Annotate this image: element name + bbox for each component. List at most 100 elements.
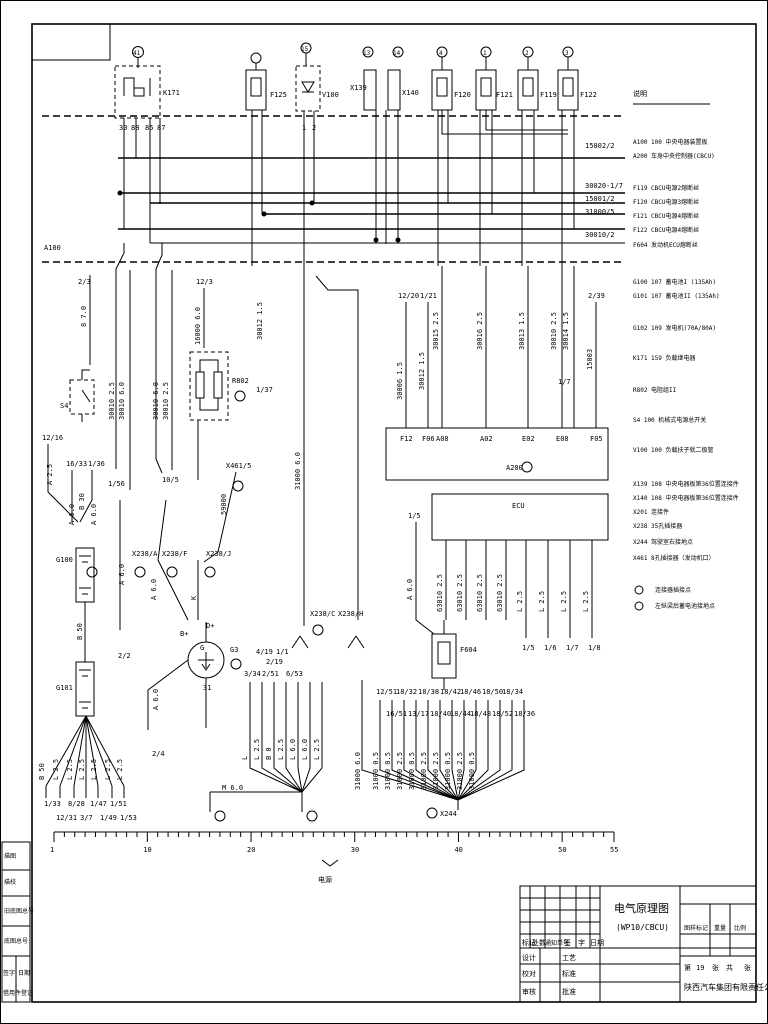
bottom-left-wire: L 2.5 bbox=[52, 759, 60, 780]
tb-cell-notice: 通知单号 bbox=[545, 939, 569, 947]
tb-cell-weight: 重量 bbox=[714, 924, 726, 932]
ref-1-8: 1/8 bbox=[588, 644, 601, 652]
harness-right-ref: 18/34 bbox=[502, 688, 523, 696]
bottom-left-wire: L 2.5 bbox=[116, 759, 124, 780]
harness-right-ref: 18/42 bbox=[440, 688, 461, 696]
relay-pin-30: 30 bbox=[119, 124, 127, 132]
wire-a6-0-d: A 6.0 bbox=[150, 579, 158, 600]
legend-heading: 说明 bbox=[633, 89, 647, 98]
connectors-x139-x140: 13 14 X139 X140 bbox=[350, 46, 419, 244]
ruler-caption: 电源 bbox=[318, 875, 332, 884]
resistor-wire: 16000 6.0 bbox=[194, 307, 202, 345]
harness-right-ref: 16/51 bbox=[386, 710, 407, 718]
margin-label-3: 底图总号 bbox=[4, 937, 28, 945]
harness-right-wire: 31000 0.5 bbox=[372, 752, 380, 790]
ecu-label: ECU bbox=[512, 502, 525, 510]
bus-label-4: 30010/2 bbox=[585, 231, 615, 239]
ref-2-3: 2/3 bbox=[78, 278, 91, 286]
drawing-frame bbox=[31, 23, 757, 1003]
harness-right-wire: 31000 2.5 bbox=[396, 752, 404, 790]
tb-cell-process: 工艺 bbox=[562, 954, 576, 962]
x140-label: X140 bbox=[402, 89, 419, 97]
ref-6-53: 6/53 bbox=[286, 670, 303, 678]
tb-cell-total: 共 bbox=[726, 963, 733, 972]
harness-right-ref: 18/52 bbox=[492, 710, 513, 718]
ecu-wire-label: 63010 2.5 bbox=[476, 574, 484, 612]
ecu-wire-label: 63010 2.5 bbox=[436, 574, 444, 612]
wire-30010-d: 30010 2.5 bbox=[162, 382, 170, 420]
ecu-wire-label: L 2.5 bbox=[516, 591, 524, 612]
generator-pin-dplus: D+ bbox=[206, 622, 214, 630]
power-buses bbox=[117, 157, 625, 244]
harness-right-wire: 31000 0.5 bbox=[408, 752, 416, 790]
drawing-title: 电气原理图 bbox=[614, 901, 669, 915]
harness-right-ref: 18/36 bbox=[514, 710, 535, 718]
resistor-label: R802 bbox=[232, 377, 249, 385]
harness-right-wire: 31000 2.5 bbox=[456, 752, 464, 790]
harness-wire: B 0 bbox=[265, 747, 273, 760]
legend-note-1: 左纵梁后蓄电池接地点 bbox=[655, 602, 715, 610]
ref-2-19: 2/19 bbox=[266, 658, 283, 666]
wire-30012: 30012 1.5 bbox=[256, 302, 264, 340]
harness-right-ref: 18/46 bbox=[460, 688, 481, 696]
wire-30010-a: 30010 2.5 bbox=[108, 382, 116, 420]
title-block: 标记 处数 通知单号 签 字 日期 设计 工艺 校对 标准 审核 批准 电气原理… bbox=[519, 885, 768, 1003]
generator-label: G3 bbox=[230, 646, 238, 654]
callout-13: 13 bbox=[363, 50, 371, 57]
cbcu-wire-30012: 30012 1.5 bbox=[418, 352, 426, 390]
ref-8-28: 8/28 bbox=[68, 800, 85, 808]
cbcu-pin: E08 bbox=[556, 435, 569, 443]
fuse-f121-label: F121 bbox=[496, 91, 513, 99]
legend-item: R802 电阻组II bbox=[633, 386, 677, 394]
ruler-tick-label: 20 bbox=[247, 846, 255, 854]
ground-label: X244 bbox=[440, 810, 457, 818]
resistor-r802: 12/3 16000 6.0 R802 bbox=[189, 278, 249, 480]
ecu-wire-label: 63010 2.5 bbox=[496, 574, 504, 612]
cbcu-a200: 12/20 1/21 2/39 30006 1.5 30012 1.5 3001… bbox=[385, 266, 609, 481]
left-margin-table: 描图 描校 旧底图总号 底图总号 签字 日期 借用件登记 bbox=[1, 841, 34, 1003]
tb-cell-sign: 签 bbox=[564, 938, 571, 947]
ruler-tick-label: 1 bbox=[50, 846, 54, 854]
tb-cell-check: 校对 bbox=[522, 969, 536, 978]
x139-label: X139 bbox=[350, 84, 367, 92]
tb-cell-review: 审核 bbox=[522, 987, 536, 996]
wire-a6-0-e: A 6.0 bbox=[152, 689, 160, 710]
harness-wire: L 2.5 bbox=[253, 739, 261, 760]
drawing-subtitle: (WP10/CBCU) bbox=[616, 923, 669, 932]
ref-12-16: 12/16 bbox=[42, 434, 63, 442]
harness-right-wire: 31000 2.5 bbox=[420, 752, 428, 790]
tb-cell-mark: 标记 bbox=[522, 938, 536, 947]
cbcu-wire-30006: 30006 1.5 bbox=[396, 362, 404, 400]
ref-1-49: 1/49 bbox=[100, 814, 117, 822]
relay-label: K171 bbox=[163, 89, 180, 97]
bottom-left-wire: L 2.5 bbox=[78, 759, 86, 780]
margin-label-5: 日期 bbox=[18, 969, 30, 977]
fuse-f119: 2 F119 bbox=[517, 46, 557, 266]
ref-1-36: 1/36 bbox=[88, 460, 105, 468]
legend-item: X139 108 中央电器板第36位置连接件 bbox=[633, 480, 739, 488]
bus-label-3: 31000/5 bbox=[585, 208, 615, 216]
generator-pin-31: 31 bbox=[203, 684, 211, 692]
tb-cell-sheet2: 张 bbox=[744, 963, 751, 972]
legend-item: X244 驾驶室右接地点 bbox=[633, 538, 693, 546]
tb-cell-approve: 批准 bbox=[562, 987, 576, 996]
ref-4-19: 4/19 bbox=[256, 648, 273, 656]
legend-item: A200 车身中央控制器(CBCU) bbox=[633, 152, 715, 160]
callout-2: 2 bbox=[525, 50, 529, 57]
cbcu-pin: E02 bbox=[522, 435, 535, 443]
legend-item: F604 发动机ECU熔断丝 bbox=[633, 241, 698, 249]
ground-wire-label: M 6.0 bbox=[222, 784, 243, 792]
ref-1-56: 1/56 bbox=[108, 480, 125, 488]
tb-cell-date: 日期 bbox=[590, 939, 604, 947]
fuse-f120: 4 F120 bbox=[431, 46, 471, 266]
wire-a25: A 2.5 bbox=[46, 464, 54, 485]
legend-item: S4 100 机械式电源总开关 bbox=[633, 416, 706, 424]
